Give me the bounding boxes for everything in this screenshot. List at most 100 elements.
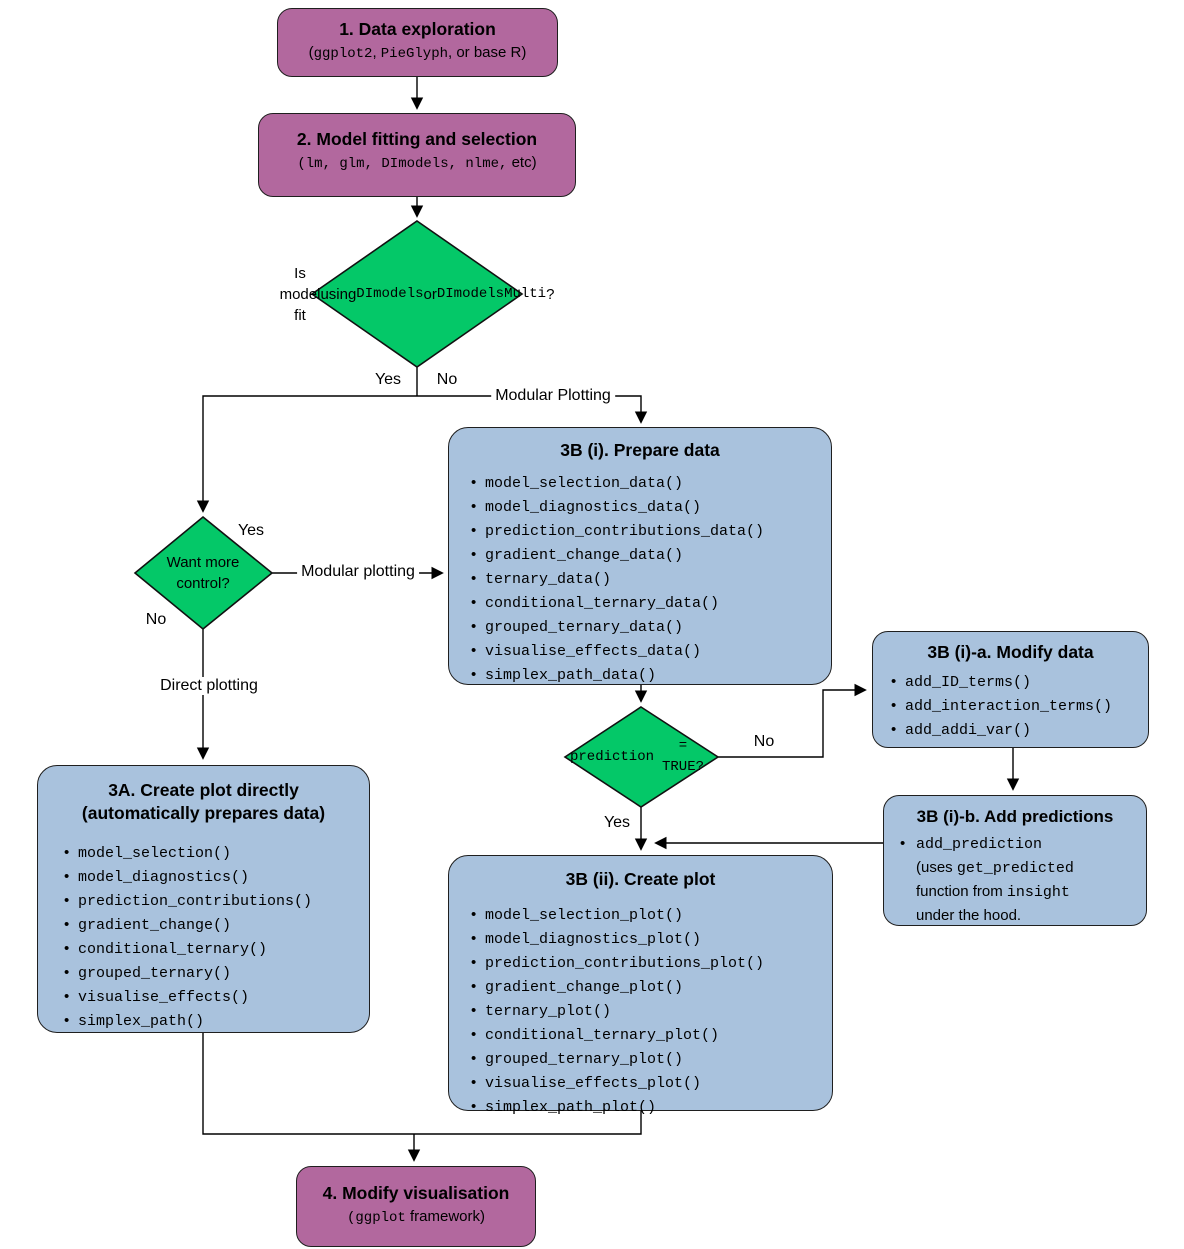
- bullet-dot: •: [900, 835, 906, 852]
- bullet-dot: •: [471, 906, 477, 923]
- node-title: 3B (ii). Create plot: [565, 869, 716, 889]
- bullet-dot: •: [471, 930, 477, 947]
- bullet-dot: •: [471, 1002, 477, 1019]
- node-create-plot: 3B (ii). Create plot • model_selection_pl…: [448, 855, 833, 1116]
- bullet-dot: •: [64, 868, 70, 885]
- bullet-dot: •: [471, 618, 477, 635]
- text-segment: Is model fit: [279, 264, 321, 324]
- decision-control-diamond: [133, 515, 274, 631]
- function-list-item: • model_diagnostics_plot(): [471, 927, 832, 951]
- function-list-item: •gradient_change_data(): [471, 543, 831, 567]
- function-name: model_selection(): [78, 845, 232, 862]
- function-list-item: • grouped_ternary(): [64, 961, 369, 985]
- bullet-dot: •: [471, 954, 477, 971]
- function-list-item: • model_selection_plot(): [471, 903, 832, 927]
- bullet-dot: •: [471, 474, 477, 491]
- function-name: model_diagnostics_data(): [485, 499, 702, 516]
- decision-prediction-diamond: [563, 706, 720, 808]
- node-data-exploration: 1. Data exploration (ggplot2, PieGlyph, …: [277, 8, 558, 77]
- node-prepare-data: 3B (i). Prepare data •model_selection_da…: [448, 427, 832, 685]
- connector-decision3-no-branch: [718, 683, 867, 758]
- function-name: gradient_change(): [78, 917, 232, 934]
- function-list-item: •conditional_ternary_data(): [471, 591, 831, 615]
- text-segment: prediction: [570, 748, 655, 765]
- function-list-item: •prediction_contributions_plot(): [471, 951, 832, 975]
- function-list: • model_selection_plot() • model_diagnostic…: [449, 903, 832, 1119]
- function-name: ternary_plot(): [485, 1003, 612, 1020]
- function-list-item: •add_ID_terms(): [891, 670, 1148, 694]
- bullet-dot: •: [891, 673, 897, 690]
- function-list-item: • gradient_change(): [64, 913, 369, 937]
- function-list: •model_selection()•model_diagnostics()•p…: [38, 841, 369, 1033]
- edge-label-yes: Yes: [233, 522, 269, 540]
- function-name: prediction_contributions(): [78, 893, 313, 910]
- node-title: 3A. Create plot directly (automatically …: [81, 780, 326, 823]
- function-name: conditional_ternary(): [78, 941, 268, 958]
- bullet-dot: •: [64, 988, 70, 1005]
- bullet-dot: •: [64, 844, 70, 861]
- node-subtitle: (lm, glm, DImodels, nlme, etc): [259, 153, 575, 174]
- bullet-dot: •: [471, 570, 477, 587]
- node-modify-data: 3B (i)-a. Modify data •add_ID_terms()•ad…: [872, 631, 1149, 748]
- function-list-item: • visualise_effects_plot(): [471, 1071, 832, 1095]
- edge-label-modular-plotting-top: Modular Plotting: [491, 387, 615, 405]
- bullet-dot: •: [891, 721, 897, 738]
- function-list-item: •visualise_effects(): [64, 985, 369, 1009]
- text-segment: DImodels: [356, 285, 424, 302]
- edge-label-modular-plotting-mid: Modular plotting: [297, 563, 419, 581]
- function-name: prediction_contributions_data(): [485, 523, 765, 540]
- function-list-item: •ternary_data(): [471, 567, 831, 591]
- function-name: grouped_ternary(): [78, 965, 232, 982]
- function-name: simplex_path_data(): [485, 667, 657, 684]
- node-model-fitting: 2. Model fitting and selection (lm, glm,…: [258, 113, 576, 197]
- function-list-item: • model_selection_data(): [471, 471, 831, 495]
- node-title: 3B (i)-b. Add predictions: [916, 807, 1114, 826]
- text-segment: ,: [372, 44, 381, 61]
- function-list-item: • grouped_ternary_plot(): [471, 1047, 832, 1071]
- function-list-item: •gradient_change_plot(): [471, 975, 832, 999]
- text-segment: or: [423, 285, 437, 303]
- node-title: 2. Model fitting and selection: [296, 129, 538, 149]
- function-list: •add_ID_terms()•add_interaction_terms()•…: [873, 670, 1148, 742]
- text-segment: etc): [507, 154, 537, 171]
- function-name: simplex_path_plot(): [485, 1099, 657, 1116]
- function-list-item: •simplex_path_data(): [471, 663, 831, 687]
- bullet-dot: •: [64, 916, 70, 933]
- text-segment: framework): [405, 1208, 485, 1225]
- bullet-dot: •: [471, 522, 477, 539]
- node-create-plot-directly: 3A. Create plot directly (automatically …: [37, 765, 370, 1033]
- edge-label-no: No: [432, 371, 462, 389]
- edge-label-direct-plotting: Direct plotting: [156, 677, 262, 695]
- function-name: grouped_ternary_plot(): [485, 1051, 684, 1068]
- bullet-dot: •: [64, 940, 70, 957]
- bullet-dot: •: [471, 1026, 477, 1043]
- connector-merge-bottom: [202, 1032, 642, 1135]
- bullet-dot: •: [64, 964, 70, 981]
- function-name: gradient_change_data(): [485, 547, 684, 564]
- function-name: visualise_effects_plot(): [485, 1075, 702, 1092]
- bullet-dot: •: [471, 1074, 477, 1091]
- bullet-dot: •: [64, 892, 70, 909]
- text-segment: function from: [916, 883, 1007, 900]
- function-list-item: •visualise_effects_data(): [471, 639, 831, 663]
- function-list-item: • model_diagnostics_data(): [471, 495, 831, 519]
- node-title: 1. Data exploration: [339, 19, 496, 39]
- edge-label-no: No: [749, 733, 779, 751]
- function-name: model_selection_plot(): [485, 907, 684, 924]
- function-name: gradient_change_plot(): [485, 979, 684, 996]
- function-list-item: • model_selection(): [64, 841, 369, 865]
- function-list-item: • ternary_plot(): [471, 999, 832, 1023]
- function-name: visualise_effects_data(): [485, 643, 702, 660]
- function-name: model_diagnostics_plot(): [485, 931, 702, 948]
- function-list-item: •conditional_ternary_plot(): [471, 1023, 832, 1047]
- function-name: model_selection_data(): [485, 475, 684, 492]
- bullet-dot: •: [471, 1050, 477, 1067]
- text-segment: = TRUE?: [662, 738, 705, 775]
- function-list-item: • prediction_contributions(): [64, 889, 369, 913]
- bullet-dot: •: [471, 498, 477, 515]
- function-name: add_interaction_terms(): [905, 698, 1113, 715]
- function-list-item: •simplex_path(): [64, 1009, 369, 1033]
- connector-decision1-yes-branch: [196, 395, 417, 513]
- text-segment: , or base R): [448, 44, 527, 61]
